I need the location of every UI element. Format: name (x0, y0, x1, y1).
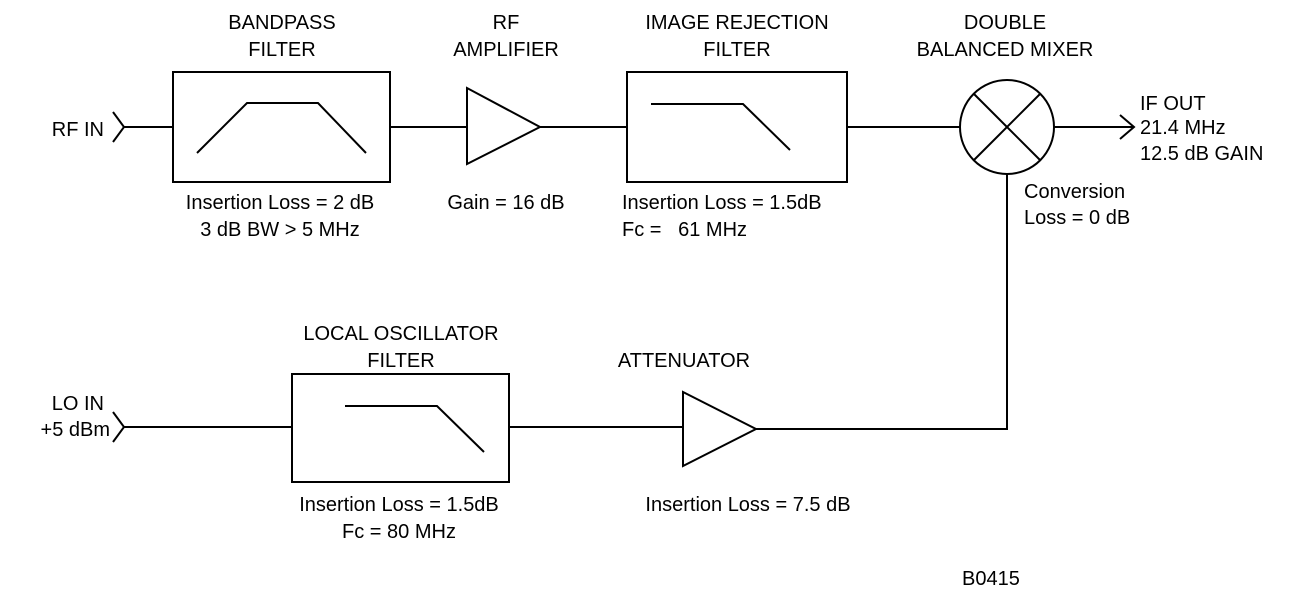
lo-input-chevron (112, 411, 126, 443)
bandpass-filter-block (172, 71, 391, 183)
lo-in-label-line2: +5 dBm (41, 419, 110, 441)
lo-lowpass-response-icon (345, 405, 485, 453)
mixer-spec-line1: Conversion (1024, 181, 1125, 203)
bpf-title-line1: BANDPASS (228, 12, 335, 34)
irf-title-line2: FILTER (703, 39, 770, 61)
bandpass-response-icon (196, 102, 367, 154)
irf-spec-line1: Insertion Loss = 1.5dB (622, 192, 822, 214)
bpf-title-line2: FILTER (248, 39, 315, 61)
if-out-line3: 12.5 dB GAIN (1140, 143, 1263, 165)
figure-id: B0415 (962, 568, 1020, 590)
lowpass-response-icon (651, 103, 791, 151)
lof-title-line1: LOCAL OSCILLATOR (303, 323, 498, 345)
amp-title-line2: AMPLIFIER (453, 39, 559, 61)
lo-filter-block (291, 373, 510, 483)
lof-spec-line2: Fc = 80 MHz (342, 521, 456, 543)
mixer-spec-line2: Loss = 0 dB (1024, 207, 1130, 229)
rf-input-chevron (112, 111, 126, 143)
mixer-title-line2: BALANCED MIXER (917, 39, 1094, 61)
if-out-line2: 21.4 MHz (1140, 117, 1226, 139)
rf-amplifier-triangle (466, 86, 543, 166)
bpf-spec-line1: Insertion Loss = 2 dB (186, 192, 374, 214)
lof-title-line2: FILTER (367, 350, 434, 372)
att-title-line1: ATTENUATOR (618, 350, 750, 372)
irf-spec-line2: Fc = 61 MHz (622, 219, 747, 241)
mixer-title-line1: DOUBLE (964, 12, 1046, 34)
att-spec-line1: Insertion Loss = 7.5 dB (645, 494, 850, 516)
image-rejection-filter-block (626, 71, 848, 183)
amp-title-line1: RF (493, 12, 520, 34)
wire-att-to-mixer (756, 174, 1008, 430)
amp-spec-line1: Gain = 16 dB (447, 192, 564, 214)
irf-title-line1: IMAGE REJECTION (645, 12, 828, 34)
attenuator-triangle (682, 390, 759, 468)
if-out-line1: IF OUT (1140, 93, 1206, 115)
lo-in-label-line1: LO IN (52, 393, 104, 415)
lof-spec-line1: Insertion Loss = 1.5dB (299, 494, 499, 516)
mixer-cross-b (973, 93, 1041, 161)
rf-in-label: RF IN (52, 119, 104, 141)
bpf-spec-line2: 3 dB BW > 5 MHz (200, 219, 360, 241)
if-out-arrow-icon (1119, 114, 1136, 140)
